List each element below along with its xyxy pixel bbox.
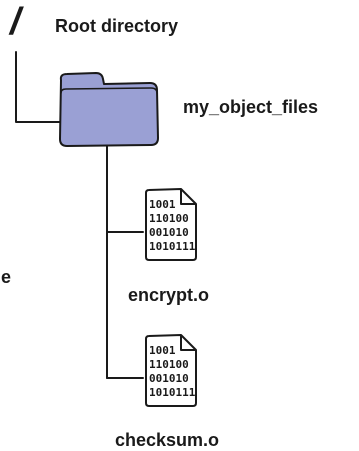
binary-file-icon: 1001 110100 001010 1010111 [143,188,199,262]
root-slash-symbol: / [10,1,21,43]
cropped-edge-text: e [1,267,12,287]
root-directory-label: Root directory [55,16,179,36]
bits-line: 110100 [149,358,189,371]
bits-line: 1001 [149,344,176,357]
folder-label: my_object_files [183,97,319,117]
bits-line: 1001 [149,198,176,211]
file-label-encrypt: encrypt.o [128,285,210,305]
binary-file-icon: 1001 110100 001010 1010111 [143,334,199,408]
bits-line: 1010111 [149,386,196,399]
bits-line: 110100 [149,212,189,225]
bits-line: 1010111 [149,240,196,253]
bits-line: 001010 [149,226,189,239]
root-to-folder-connector [15,51,63,123]
file-label-checksum: checksum.o [115,430,220,450]
bits-line: 001010 [149,372,189,385]
